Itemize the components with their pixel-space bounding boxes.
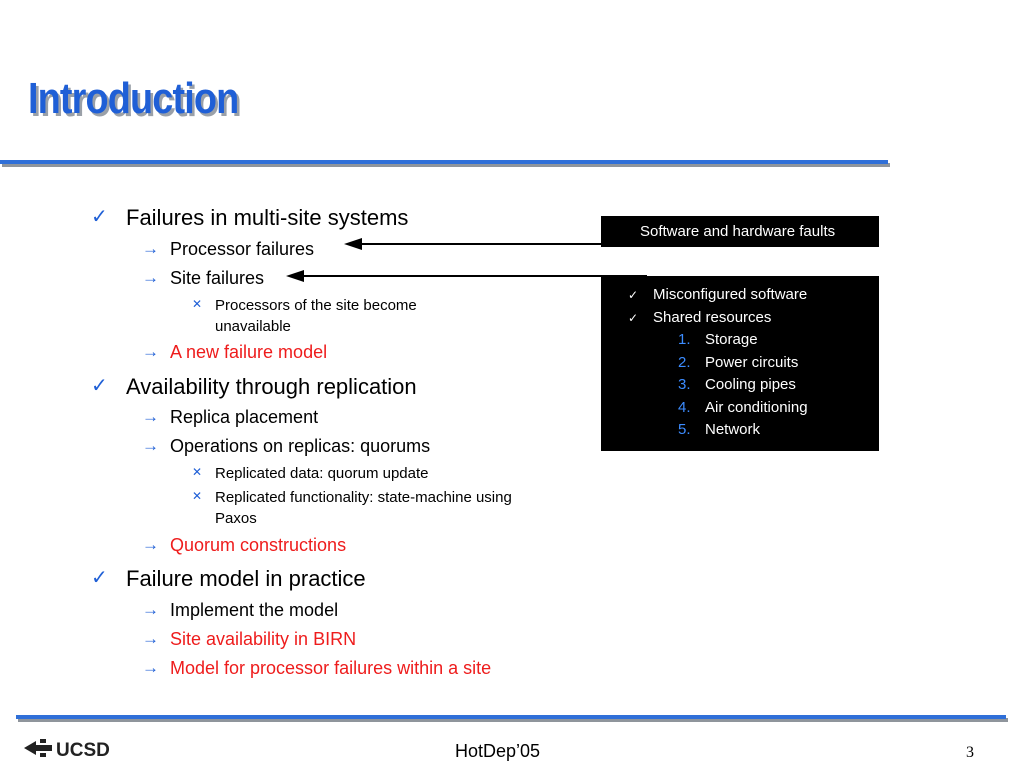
x-mark-icon: ✕ <box>192 489 203 503</box>
right-arrow-icon: → <box>142 535 159 554</box>
slide-title: Introduction <box>28 74 239 123</box>
right-arrow-icon: → <box>142 658 159 677</box>
bullet-level1: Availability through replication <box>126 374 417 399</box>
bullet-level3: Processors of the site become unavailabl… <box>215 297 417 335</box>
list-number: 4. <box>678 399 691 416</box>
title-divider-shadow <box>2 163 890 167</box>
bullet-level3: Replicated data: quorum update <box>215 465 429 482</box>
list-number: 3. <box>678 376 691 393</box>
bullet-level2: Implement the model <box>170 600 339 620</box>
callout-site-failures: ✓ Misconfigured software ✓ Shared resour… <box>601 276 879 451</box>
callout-numbered-item: Power circuits <box>705 354 799 371</box>
list-number: 2. <box>678 354 691 371</box>
right-arrow-icon: → <box>142 407 159 426</box>
right-arrow-icon: → <box>142 268 159 287</box>
bullet-level1: Failure model in practice <box>126 566 366 591</box>
callout-faults: Software and hardware faults <box>601 216 879 247</box>
title-divider <box>0 160 888 164</box>
right-arrow-icon: → <box>142 342 159 361</box>
right-arrow-icon: → <box>142 600 159 619</box>
bullet-level2: Site failures <box>170 268 265 288</box>
arrow-processor-failures <box>344 238 601 250</box>
checkmark-icon: ✓ <box>91 567 108 589</box>
callout-numbered-item: Network <box>705 421 761 438</box>
page-number: 3 <box>966 744 974 761</box>
x-mark-icon: ✕ <box>192 297 203 311</box>
footer-divider <box>16 715 1006 719</box>
list-number: 5. <box>678 421 691 438</box>
checkmark-icon: ✓ <box>628 311 639 325</box>
bullet-level2-highlight: Model for processor failures within a si… <box>170 658 492 678</box>
callout-numbered-item: Storage <box>705 331 758 348</box>
list-number: 1. <box>678 331 691 348</box>
svg-text:UCSD: UCSD <box>56 740 110 760</box>
bullet-level2-highlight: A new failure model <box>170 342 328 362</box>
arrow-site-failures <box>286 270 647 282</box>
checkmark-icon: ✓ <box>91 206 108 228</box>
ucsd-logo: UCSD <box>22 736 132 765</box>
bullet-level2-highlight: Quorum constructions <box>170 535 347 555</box>
callout-item: Shared resources <box>653 309 772 326</box>
checkmark-icon: ✓ <box>628 288 639 302</box>
callout-faults-text: Software and hardware faults <box>640 223 836 240</box>
bullet-level2: Operations on replicas: quorums <box>170 436 431 456</box>
x-mark-icon: ✕ <box>192 465 203 479</box>
bullet-level2-highlight: Site availability in BIRN <box>170 629 357 649</box>
trident-icon: UCSD <box>24 739 110 761</box>
callout-numbered-item: Air conditioning <box>705 399 808 416</box>
checkmark-icon: ✓ <box>91 375 108 397</box>
bullet-level3: Replicated functionality: state-machine … <box>215 489 512 527</box>
right-arrow-icon: → <box>142 239 159 258</box>
bullet-level2: Processor failures <box>170 239 315 259</box>
callout-numbered-item: Cooling pipes <box>705 376 796 393</box>
footer-conference: HotDep’05 <box>455 741 541 761</box>
bullet-level1: Failures in multi-site systems <box>126 205 409 230</box>
bullet-level2: Replica placement <box>170 407 319 427</box>
callout-item: Misconfigured software <box>653 286 808 303</box>
right-arrow-icon: → <box>142 629 159 648</box>
right-arrow-icon: → <box>142 436 159 455</box>
footer-divider-shadow <box>18 718 1008 722</box>
